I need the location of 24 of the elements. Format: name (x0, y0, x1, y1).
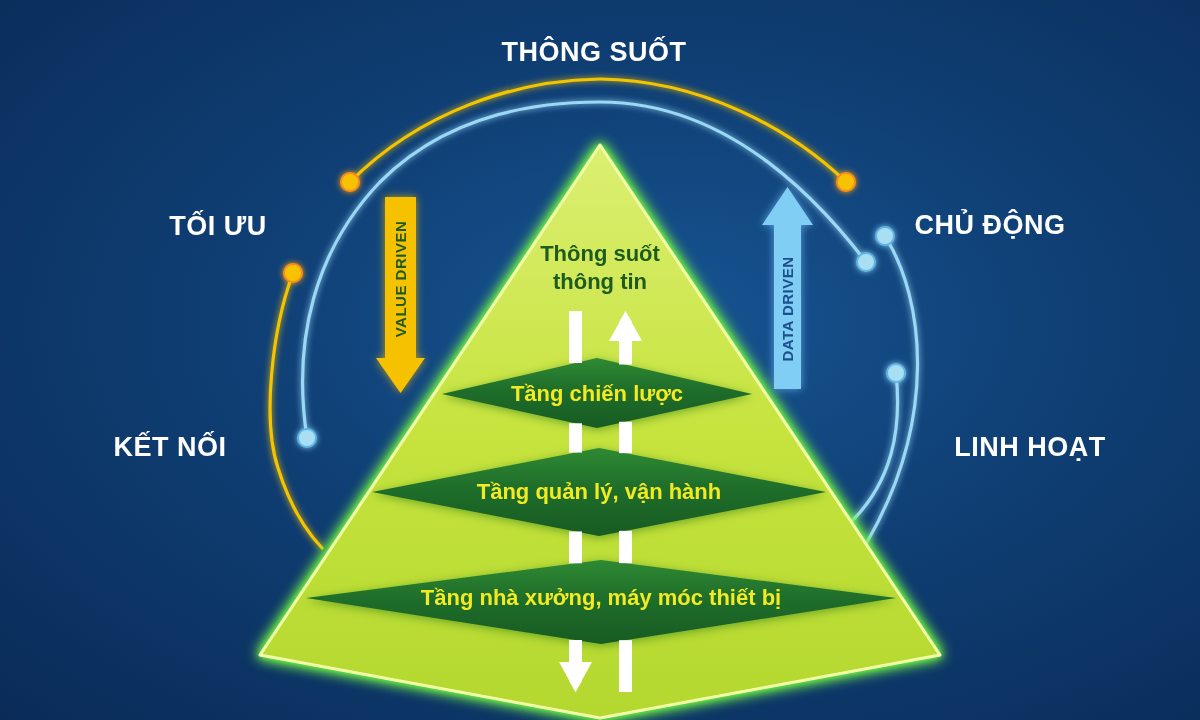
down-arrow (376, 197, 425, 393)
arrow (559, 640, 592, 692)
layer-band (372, 448, 826, 536)
connector-line (569, 423, 582, 453)
keyword-label: TỐI ƯU (169, 210, 267, 242)
arrow-label: VALUE DRIVEN (391, 220, 410, 338)
layer-band (442, 358, 752, 428)
layer-band (306, 560, 896, 644)
layer-label: Tầng quản lý, vận hành (476, 479, 722, 505)
arrow-label: DATA DRIVEN (778, 256, 797, 362)
up-arrow (762, 187, 813, 389)
keyword-label: THÔNG SUỐT (501, 36, 687, 68)
keyword-label: KẾT NỐI (113, 431, 227, 463)
connector-line (619, 530, 632, 564)
pyramid-label: Thông suốt thông tin (539, 240, 661, 296)
connector-line (569, 311, 582, 363)
layer-label: Tầng chiến lược (510, 381, 684, 407)
connector-line (619, 421, 632, 454)
arrow (609, 311, 642, 365)
keyword-label: LINH HOẠT (954, 431, 1106, 463)
connector-line (569, 531, 582, 564)
connector-line (619, 640, 632, 692)
layer-label: Tầng nhà xưởng, máy móc thiết bị (420, 585, 782, 611)
keyword-label: CHỦ ĐỘNG (914, 209, 1066, 241)
